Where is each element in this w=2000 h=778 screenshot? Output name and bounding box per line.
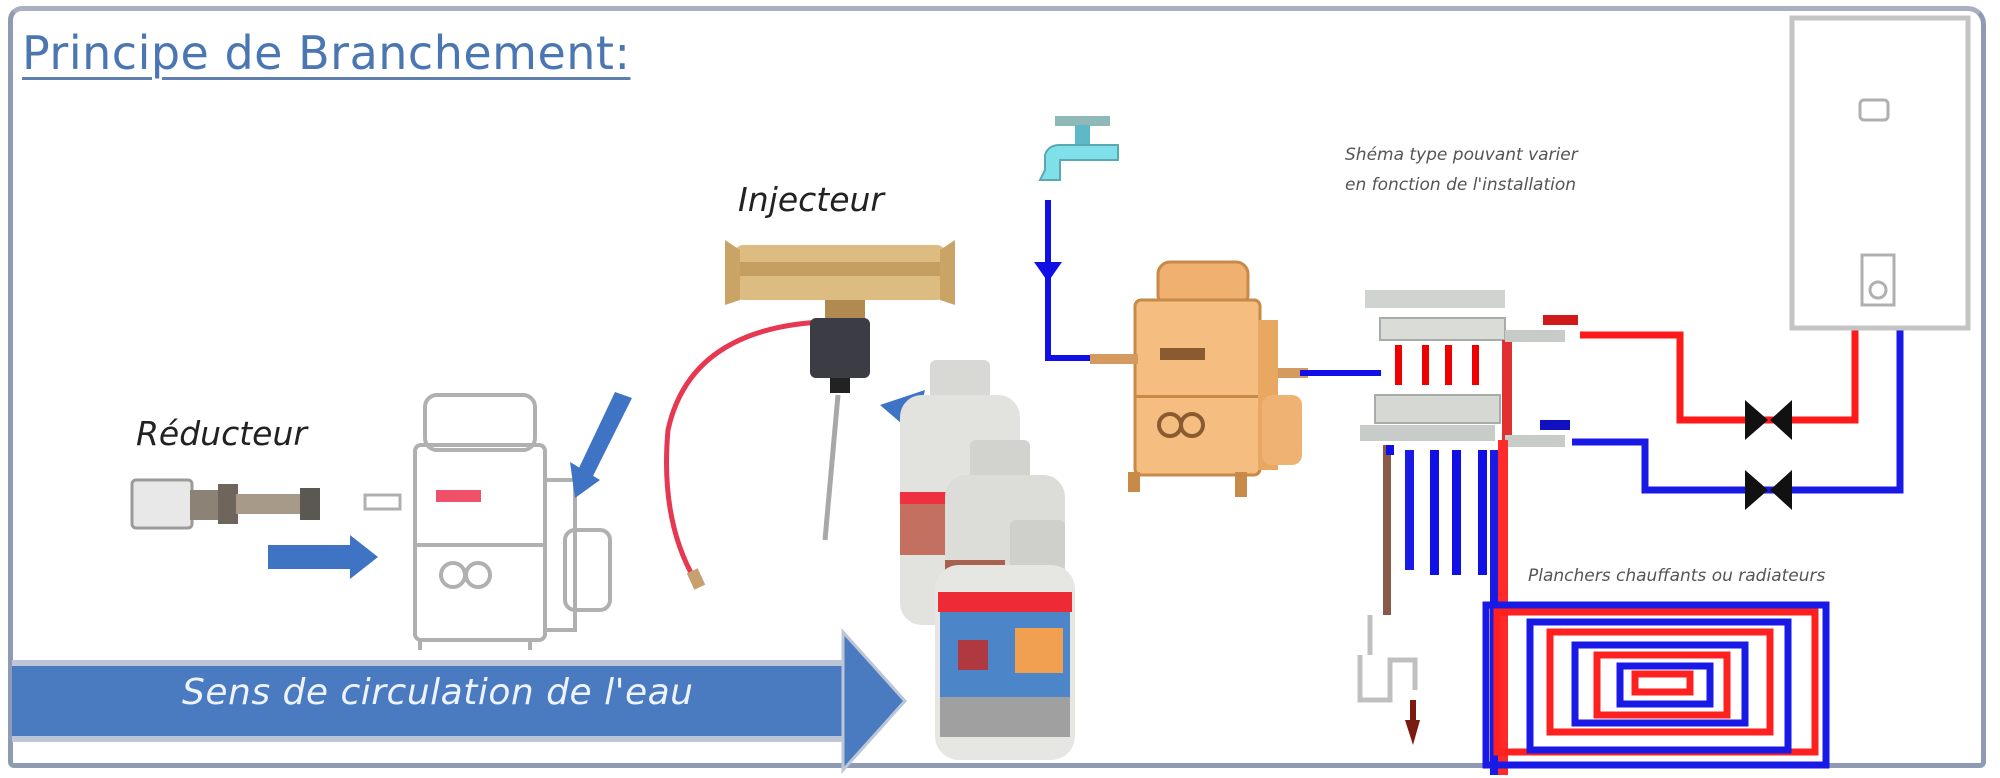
water-tap-icon bbox=[1038, 116, 1119, 181]
cold-pipe bbox=[1572, 330, 1904, 494]
flushing-pump-outline-icon bbox=[363, 393, 612, 650]
pump-to-manifold-pipe bbox=[1300, 370, 1381, 376]
brass-injector-icon bbox=[725, 240, 955, 541]
arrow-down-left-icon bbox=[570, 392, 632, 498]
page-title: Principe de Branchement: bbox=[22, 26, 631, 80]
schema-note-line-1: Shéma type pouvant varier bbox=[1345, 145, 1578, 165]
arrow-right-icon bbox=[268, 535, 378, 579]
drain-icon bbox=[1357, 615, 1418, 703]
cold-supply-pipe bbox=[1045, 200, 1098, 361]
floor-heating-loop-icon bbox=[1482, 601, 1830, 769]
floor-heating-label: Planchers chauffants ou radiateurs bbox=[1528, 566, 1826, 586]
pump-label-strip bbox=[436, 490, 481, 502]
schema-note-line-2: en fonction de l'installation bbox=[1345, 175, 1577, 195]
wall-boiler-icon bbox=[1789, 15, 1971, 331]
pipe-reducer-icon bbox=[130, 478, 320, 530]
flow-arrow-down-icon bbox=[1034, 262, 1062, 282]
injection-hose bbox=[664, 319, 821, 582]
drain-arrow-icon bbox=[1405, 720, 1420, 745]
flow-direction-arrow bbox=[12, 628, 908, 774]
flushing-pump-icon bbox=[1090, 260, 1308, 497]
schema-note: Shéma type pouvant varier en fonction de… bbox=[1345, 140, 1578, 200]
heating-manifold-icon bbox=[1360, 290, 1578, 447]
flow-direction-label: Sens de circulation de l'eau bbox=[182, 672, 694, 713]
injecteur-label: Injecteur bbox=[738, 180, 884, 219]
valve-icon bbox=[1745, 400, 1792, 440]
reducteur-label: Réducteur bbox=[136, 414, 307, 453]
hot-pipe bbox=[1580, 330, 1859, 424]
valve-icon bbox=[1745, 470, 1792, 510]
chemical-bottles-icon bbox=[900, 360, 1075, 760]
